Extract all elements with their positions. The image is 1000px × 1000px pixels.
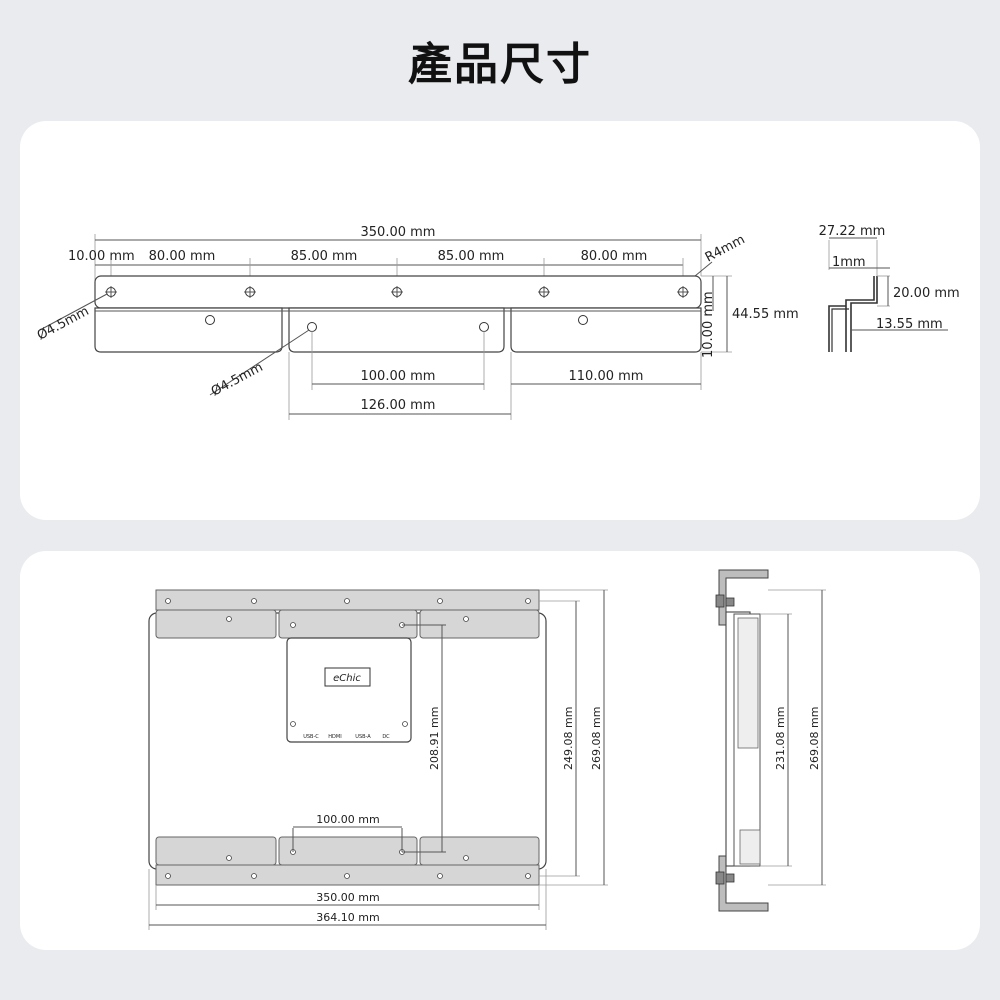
top-bracket-tab xyxy=(155,609,277,639)
width-350-label: 350.00 mm xyxy=(316,891,379,904)
overall-length-label: 350.00 mm xyxy=(361,225,436,240)
spacing-100-label: 100.00 mm xyxy=(361,369,436,384)
side-269-label: 269.08 mm xyxy=(808,707,821,770)
seg2-label: 80.00 mm xyxy=(149,249,216,264)
seg5-label: 80.00 mm xyxy=(581,249,648,264)
profile-width-label: 27.22 mm xyxy=(819,224,886,239)
spacing-126-label: 126.00 mm xyxy=(361,398,436,413)
mount-hole xyxy=(578,315,588,325)
mini-pc-body xyxy=(286,637,412,743)
port-usb-c-label: USB-C xyxy=(303,734,319,740)
mount-hole xyxy=(205,315,215,325)
vertical-mid-label: 208.91 mm xyxy=(428,707,441,770)
page-title: 產品尺寸 xyxy=(408,39,592,90)
width-364-label: 364.10 mm xyxy=(316,911,379,924)
bracket-tab-right xyxy=(510,307,702,353)
port-dc-label: DC xyxy=(382,734,390,740)
height-top-label: 10.00 mm xyxy=(701,291,716,358)
height-total-label: 44.55 mm xyxy=(732,307,799,322)
profile-thickness-label: 1mm xyxy=(832,255,866,270)
top-bracket-tab xyxy=(419,609,540,639)
bracket-tab-middle xyxy=(288,307,505,353)
seg1-label: 10.00 mm xyxy=(68,249,135,264)
vertical-269-label: 269.08 mm xyxy=(590,707,603,770)
side-top-bracket xyxy=(718,569,769,626)
seg4-label: 85.00 mm xyxy=(438,249,505,264)
brand-logo-box xyxy=(324,667,371,687)
bracket-profile-shape xyxy=(828,276,878,352)
brand-logo-text: eChic xyxy=(333,673,361,684)
port-usb-a-label: USB-A xyxy=(355,734,371,740)
vertical-249-label: 249.08 mm xyxy=(562,707,575,770)
side-231-label: 231.08 mm xyxy=(774,707,787,770)
profile-inner-label: 13.55 mm xyxy=(876,317,943,332)
spacing-100-bottom-label: 100.00 mm xyxy=(316,813,379,826)
profile-height-label: 20.00 mm xyxy=(893,286,960,301)
seg3-label: 85.00 mm xyxy=(291,249,358,264)
spacing-110-label: 110.00 mm xyxy=(569,369,644,384)
port-hdmi-label: HDMI xyxy=(328,734,341,740)
